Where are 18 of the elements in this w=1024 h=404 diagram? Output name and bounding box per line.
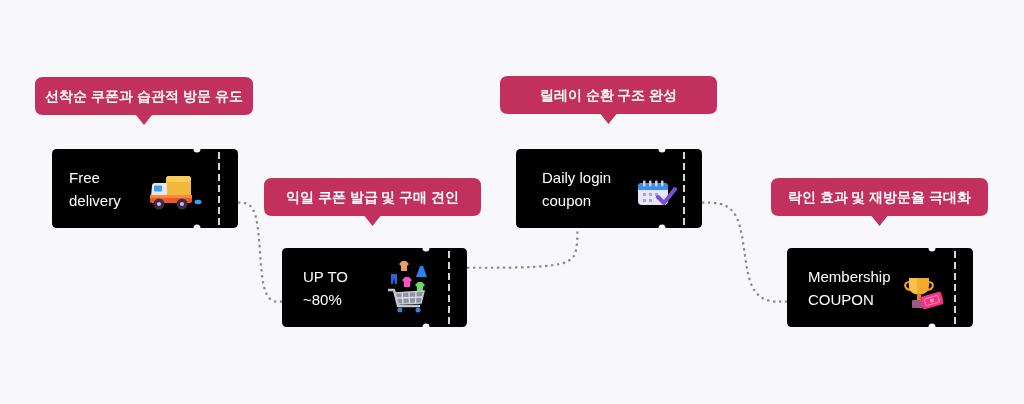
coupon-ticket: [516, 149, 702, 228]
speech-bubble: [35, 77, 253, 125]
callout-text: 선착순 쿠폰과 습관적 방문 유도: [45, 87, 243, 105]
ticket-text: Daily login coupon: [542, 167, 613, 211]
speech-bubble: [264, 178, 481, 226]
callout-text: 익일 쿠폰 발급 및 구매 견인: [285, 188, 460, 206]
speech-bubble: [500, 76, 717, 124]
ticket-text: UP TO ~80%: [303, 266, 350, 310]
coupon-ticket: [52, 149, 238, 228]
speech-bubble: [771, 178, 988, 226]
dotted-connector: [238, 201, 282, 303]
coupon-ticket: [282, 248, 467, 327]
ticket-text: Free delivery: [69, 167, 122, 211]
dotted-connector: [702, 201, 787, 303]
callout-text: 락인 효과 및 재방문율 극대화: [787, 188, 972, 206]
callout-text: 릴레이 순환 구조 완성: [539, 86, 678, 104]
coupon-ticket: [787, 248, 973, 327]
ticket-text: Membership COUPON: [808, 266, 892, 310]
